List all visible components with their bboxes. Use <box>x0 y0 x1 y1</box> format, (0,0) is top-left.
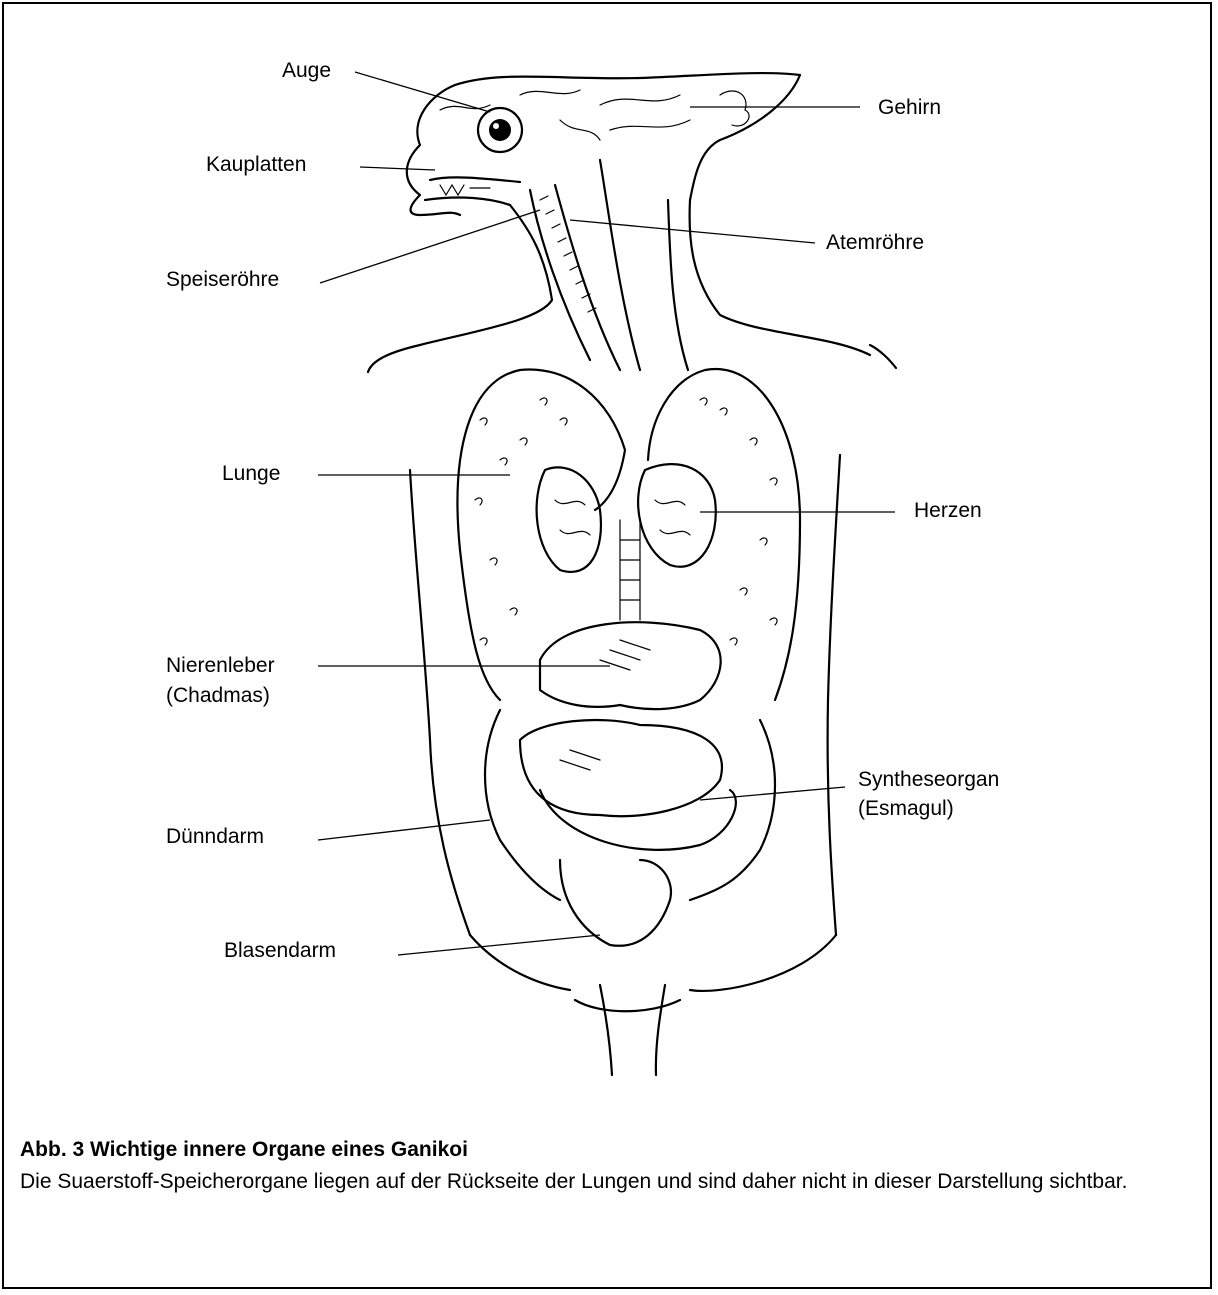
liver-drawing <box>485 622 775 946</box>
label-nierenleber-sub: (Chadmas) <box>166 683 270 708</box>
body-outline <box>368 160 896 1075</box>
label-nierenleber: Nierenleber <box>166 653 275 678</box>
label-syntheseorgan: Syntheseorgan <box>858 767 999 792</box>
leader-auge <box>355 72 490 112</box>
leader-kauplatten <box>360 167 435 170</box>
label-lunge: Lunge <box>222 461 280 486</box>
caption-text: Die Suaerstoff-Speicherorgane liegen auf… <box>20 1168 1200 1196</box>
leader-speiseroehre <box>320 210 540 283</box>
label-blasendarm: Blasendarm <box>224 938 336 963</box>
label-duenndarm: Dünndarm <box>166 824 264 849</box>
label-herzen: Herzen <box>914 498 982 523</box>
caption-title: Abb. 3 Wichtige innere Organe eines Gani… <box>20 1138 468 1162</box>
label-kauplatten: Kauplatten <box>206 152 306 177</box>
label-gehirn: Gehirn <box>878 95 941 120</box>
leader-atemroehre <box>570 220 815 243</box>
leader-blasendarm <box>398 935 600 955</box>
lungs-drawing <box>458 369 801 700</box>
label-speiseroehre: Speiseröhre <box>166 267 279 292</box>
leader-duenndarm <box>318 820 490 840</box>
label-atemroehre: Atemröhre <box>826 230 924 255</box>
head-drawing <box>407 73 800 215</box>
leader-syntheseorgan <box>700 787 845 800</box>
label-syntheseorgan-sub: (Esmagul) <box>858 796 954 821</box>
hearts-drawing <box>537 464 716 620</box>
label-auge: Auge <box>282 58 331 83</box>
